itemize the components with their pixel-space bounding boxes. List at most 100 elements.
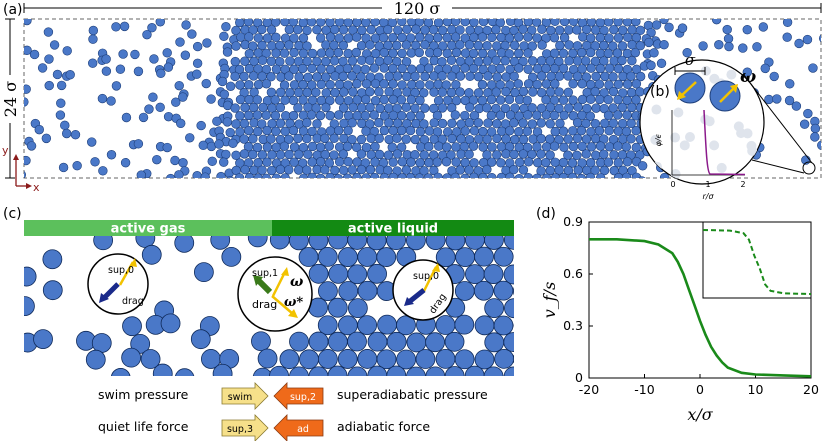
particle xyxy=(599,165,610,176)
particle xyxy=(572,150,582,161)
particle xyxy=(285,56,295,66)
particle xyxy=(631,125,641,136)
particle xyxy=(441,142,452,152)
particle xyxy=(312,119,322,129)
snapshot-particle xyxy=(406,236,426,251)
particle xyxy=(61,128,72,139)
particle xyxy=(545,150,555,160)
particle xyxy=(455,25,465,35)
particle xyxy=(361,94,371,105)
particle xyxy=(468,141,479,151)
particle xyxy=(609,150,619,160)
particle xyxy=(603,48,614,59)
x-tick-label: -10 xyxy=(634,382,654,397)
particle xyxy=(234,173,245,178)
probe-gas-drag-label: drag xyxy=(122,296,144,307)
particle xyxy=(405,125,416,136)
particle xyxy=(434,141,444,151)
probe-liquid: sup,0 drag xyxy=(392,259,454,321)
particle xyxy=(536,56,547,66)
snapshot-particle xyxy=(347,298,368,318)
particle xyxy=(785,79,795,89)
particle xyxy=(356,103,367,113)
particle xyxy=(388,79,398,89)
snapshot-particle xyxy=(357,247,378,267)
particle xyxy=(528,87,538,97)
legend-sup3-arrow xyxy=(221,414,269,441)
particle xyxy=(187,29,197,39)
particle xyxy=(550,126,560,137)
particle xyxy=(742,24,752,35)
liquid-bar xyxy=(272,220,514,236)
particle xyxy=(307,63,317,74)
particle xyxy=(284,40,294,50)
particle xyxy=(631,142,641,153)
particle xyxy=(339,133,349,144)
probe-interface-sup-arrow xyxy=(256,278,273,295)
particle xyxy=(361,173,371,178)
particle xyxy=(288,125,299,136)
particle xyxy=(758,22,769,32)
particle xyxy=(495,110,506,120)
particle xyxy=(329,56,340,66)
particle xyxy=(572,133,583,143)
particle xyxy=(240,40,250,50)
particle xyxy=(541,110,552,120)
particle xyxy=(365,165,376,175)
particle xyxy=(419,150,430,160)
particle xyxy=(501,72,511,82)
particle xyxy=(234,64,245,75)
potential-xlabel: r/σ xyxy=(702,192,714,201)
particle xyxy=(559,142,569,152)
legend-ad-text: adiabatic force xyxy=(337,419,430,434)
particle xyxy=(101,54,111,64)
particle xyxy=(284,165,294,175)
particle xyxy=(635,87,645,97)
particle xyxy=(414,173,425,178)
particle xyxy=(559,19,570,27)
particle xyxy=(469,110,480,121)
particle xyxy=(536,149,546,159)
particle xyxy=(271,48,281,58)
particle xyxy=(315,173,326,178)
particle xyxy=(262,157,272,167)
particle xyxy=(357,55,367,66)
particle xyxy=(563,87,574,98)
particle xyxy=(397,48,407,59)
particle xyxy=(275,150,286,160)
particle xyxy=(52,69,63,80)
force-legend: swim pressure swim sup,2 superadiabatic … xyxy=(98,382,488,441)
probe-interface-omega-arrow xyxy=(271,271,287,297)
snapshot-particle xyxy=(376,349,397,370)
particle xyxy=(455,40,465,50)
particle xyxy=(536,166,546,176)
particle xyxy=(627,55,637,66)
particle xyxy=(306,110,317,120)
particle xyxy=(456,134,466,144)
particle xyxy=(425,48,435,58)
particle xyxy=(302,165,312,175)
particle xyxy=(522,110,533,120)
particle xyxy=(379,172,390,178)
particle xyxy=(501,86,511,97)
snapshot-particle xyxy=(464,365,485,376)
particle xyxy=(528,134,538,144)
orientation-arrow-right xyxy=(719,87,735,103)
particle xyxy=(469,19,479,27)
particle xyxy=(631,19,641,27)
ghost-particle xyxy=(709,140,720,151)
particle xyxy=(170,155,180,166)
zoom-source-circle xyxy=(802,161,816,175)
particle xyxy=(451,47,462,58)
particle xyxy=(387,142,397,152)
particle xyxy=(513,19,524,28)
particle xyxy=(374,87,384,97)
particle xyxy=(222,47,233,57)
particle xyxy=(415,111,425,121)
particle xyxy=(585,172,596,178)
particle xyxy=(577,141,588,152)
sigma-label: σ xyxy=(685,51,696,69)
particle xyxy=(342,173,353,178)
particle xyxy=(568,79,578,89)
